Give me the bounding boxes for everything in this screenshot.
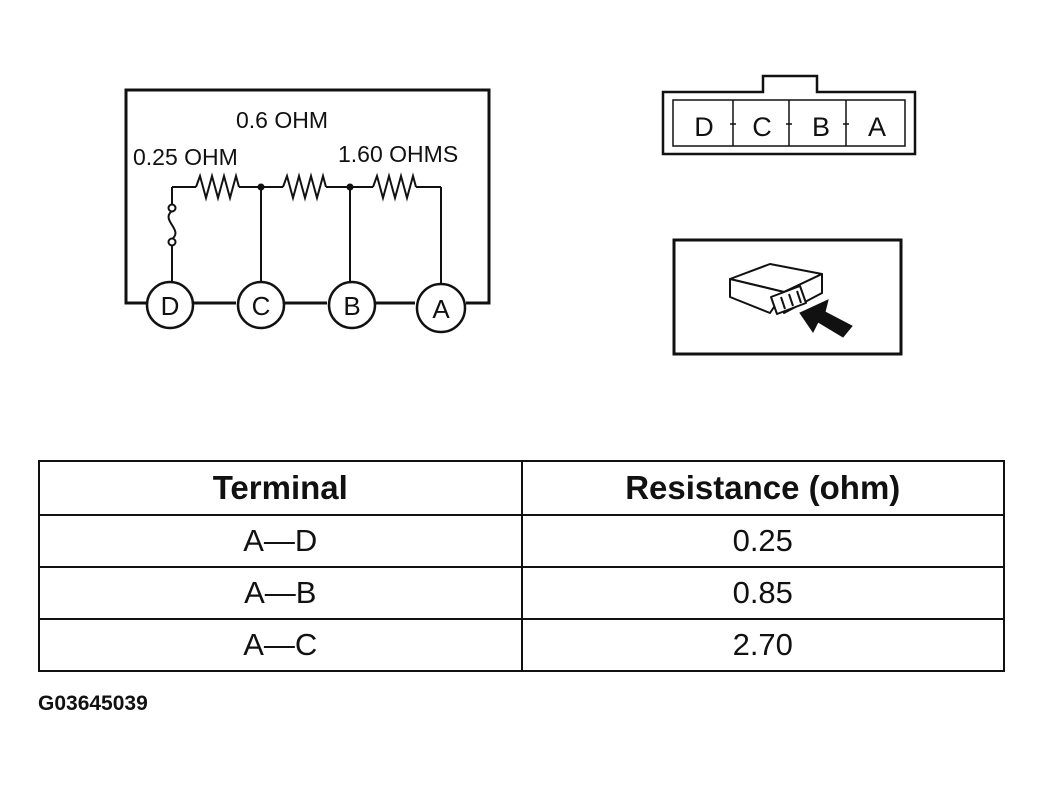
header-terminal: Terminal — [38, 460, 523, 516]
resistor-0-25-ohm-symbol — [195, 172, 240, 202]
cell-terminal: A—D — [38, 514, 523, 568]
resistance-table: Terminal Resistance (ohm) A—D 0.25 A—B 0… — [38, 460, 1005, 672]
terminal-a-label: A — [432, 294, 450, 324]
fuse-terminal-top — [167, 203, 177, 213]
label-0-6-ohm: 0.6 OHM — [236, 107, 328, 133]
terminal-c: C — [236, 280, 286, 330]
table-header-row: Terminal Resistance (ohm) — [38, 460, 1005, 516]
cell-terminal: A—B — [38, 566, 523, 620]
terminal-d: D — [145, 280, 195, 330]
terminal-d-label: D — [161, 291, 180, 321]
label-1-60-ohms: 1.60 OHMS — [338, 141, 458, 167]
resistor-1-60-ohms-symbol — [372, 172, 417, 202]
table-row: A—C 2.70 — [38, 618, 1005, 672]
header-resistance: Resistance (ohm) — [520, 460, 1005, 516]
terminal-c-label: C — [252, 291, 271, 321]
cell-resistance: 2.70 — [520, 618, 1005, 672]
terminal-b: B — [327, 280, 377, 330]
fuse-symbol — [167, 210, 177, 240]
table-row: A—D 0.25 — [38, 514, 1005, 568]
cell-terminal: A—C — [38, 618, 523, 672]
cell-resistance: 0.25 — [520, 514, 1005, 568]
label-0-25-ohm: 0.25 OHM — [133, 144, 238, 170]
figure-code: G03645039 — [38, 692, 148, 715]
terminal-a: A — [415, 282, 467, 334]
resistor-0-6-ohm-symbol — [282, 172, 327, 202]
housing-outline — [124, 88, 491, 305]
cell-resistance: 0.85 — [520, 566, 1005, 620]
table-row: A—B 0.85 — [38, 566, 1005, 620]
terminal-b-label: B — [343, 291, 360, 321]
resistor-network — [167, 172, 442, 283]
fuse-terminal-bottom — [167, 237, 177, 247]
junction-dot-b — [346, 183, 354, 191]
junction-dot-c — [257, 183, 265, 191]
